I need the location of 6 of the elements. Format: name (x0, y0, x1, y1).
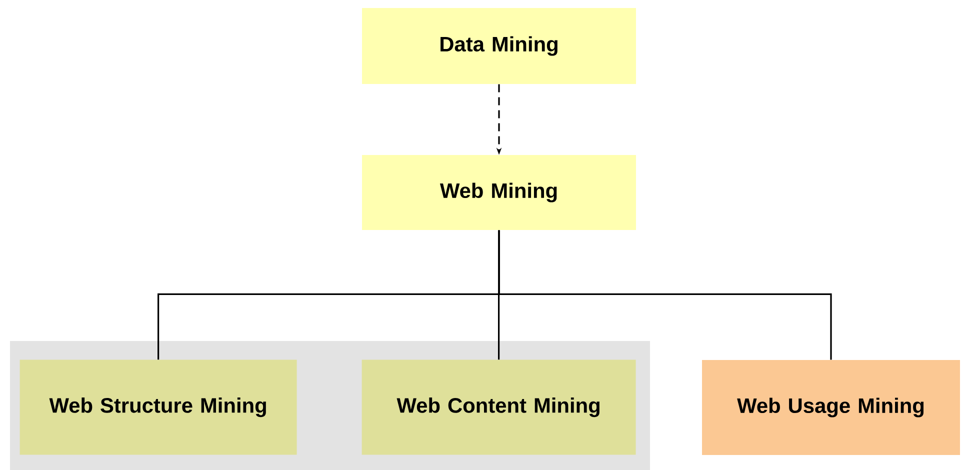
process-box: Web Mining (362, 155, 636, 230)
process-box: Web Structure Mining (20, 360, 297, 455)
connector-line (498, 230, 832, 360)
process-box: Web Usage Mining (702, 360, 960, 455)
process-box: Web Content Mining (362, 360, 636, 455)
process-box: Data Mining (362, 8, 636, 84)
